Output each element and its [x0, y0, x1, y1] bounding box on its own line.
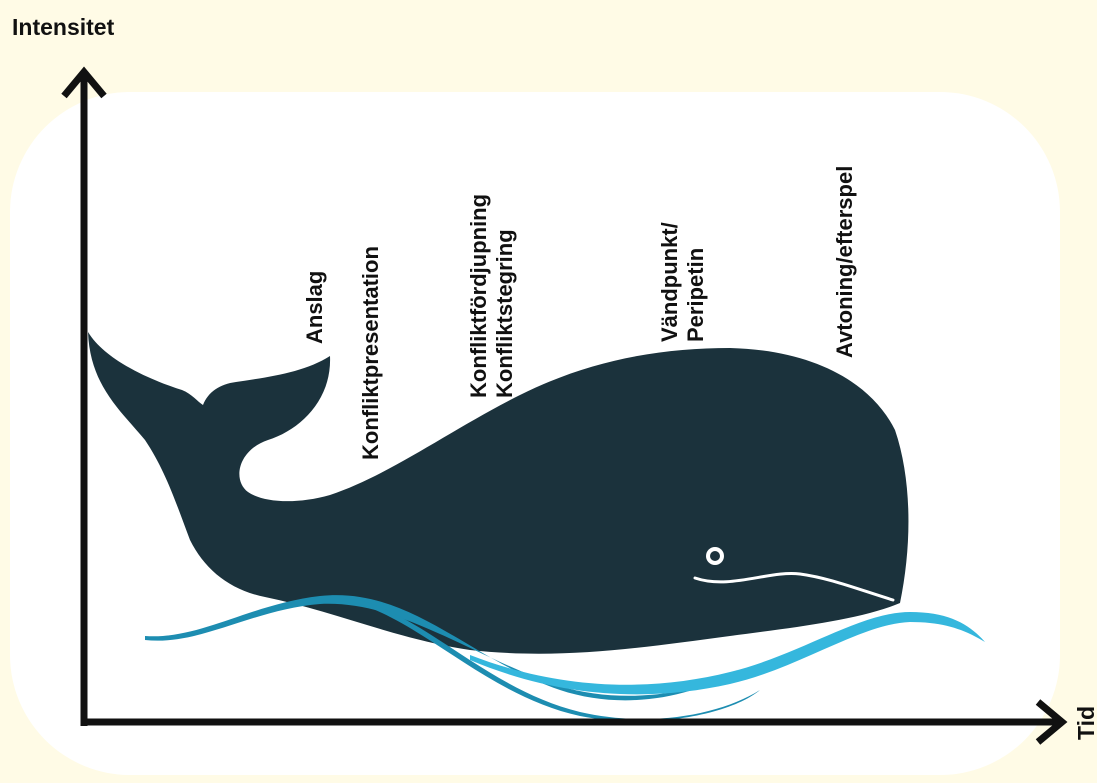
x-axis-title: Tid: [1073, 706, 1097, 740]
stage-label-anslag: Anslag: [302, 271, 328, 344]
stage-label-konfliktfordjupning: Konfliktfördjupning Konfliktstegring: [466, 194, 518, 398]
stage-label-avtoning: Avtoning/efterspel: [832, 166, 858, 358]
whale-pupil: [710, 551, 720, 561]
stage-label-vandpunkt: Vändpunkt/ Peripetin: [657, 222, 709, 342]
stage-label-konfliktpresentation: Konfliktpresentation: [358, 246, 384, 460]
y-axis-title: Intensitet: [12, 14, 114, 41]
